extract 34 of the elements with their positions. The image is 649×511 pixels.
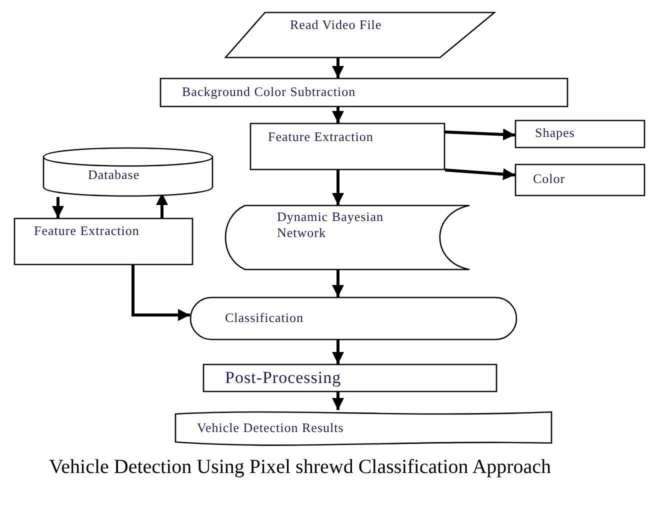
process-box: [160, 78, 568, 107]
arrow: [444, 128, 516, 140]
arrow: [132, 265, 190, 321]
node-label: Dynamic Bayesian Network: [277, 209, 385, 241]
arrow: [332, 270, 344, 297]
caption: Vehicle Detection Using Pixel shrewd Classification Approach: [48, 455, 552, 480]
node-label: Vehicle Detection Results: [197, 420, 345, 436]
process-box: [14, 218, 193, 265]
node-label: Post-Processing: [225, 367, 342, 389]
process-box: [250, 123, 445, 170]
node-label: Shapes: [535, 125, 576, 141]
node-label: Database: [88, 167, 141, 183]
node-label: Feature Extraction: [268, 129, 374, 145]
document-shape: [175, 410, 552, 446]
output-box: [515, 164, 645, 196]
node-label: Read Video File: [290, 17, 383, 33]
arrow: [332, 170, 344, 205]
arrow: [332, 392, 344, 410]
database-cylinder: [43, 147, 213, 197]
arrow: [156, 193, 168, 218]
arrow: [332, 340, 344, 364]
node-label: Color: [533, 171, 566, 187]
node-label: Background Color Subtraction: [182, 84, 357, 100]
node-label: Feature Extraction: [34, 223, 140, 239]
process-box: [203, 364, 497, 392]
terminal-shape: [190, 297, 517, 340]
input-parallelogram: [225, 12, 495, 58]
stored-data-shape: [225, 205, 470, 270]
arrow: [332, 107, 344, 123]
node-label: Classification: [225, 310, 304, 326]
output-box: [515, 120, 645, 148]
arrow: [332, 58, 344, 78]
arrow: [52, 197, 64, 218]
arrow: [444, 168, 516, 180]
